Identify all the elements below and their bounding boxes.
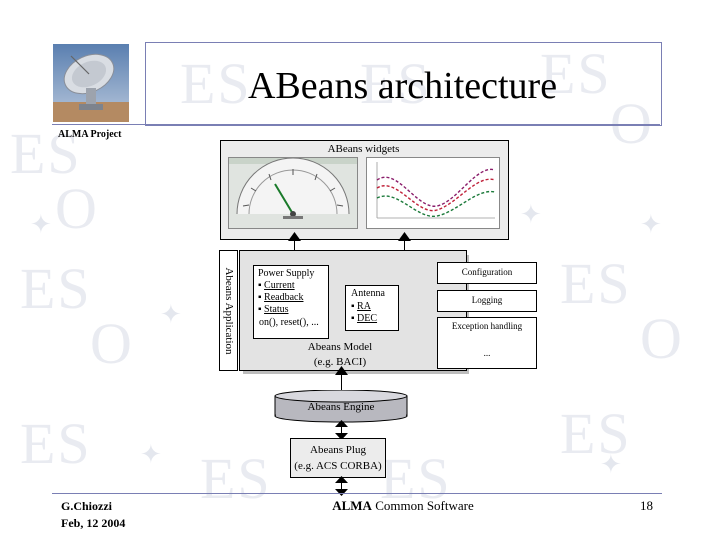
- footer-date: Feb, 12 2004: [61, 516, 126, 530]
- footer-title: ALMA Common Software: [288, 498, 518, 514]
- antenna-box: Antenna ▪ RA ▪ DEC: [345, 285, 399, 331]
- watermark-star: ✦: [600, 450, 622, 479]
- logging-box: Logging: [437, 290, 537, 312]
- logging-label: Logging: [471, 295, 503, 305]
- page-number: 18: [640, 498, 653, 513]
- watermark-star: ✦: [520, 200, 542, 229]
- abeans-plug-line2: (e.g. ACS CORBA): [294, 460, 382, 472]
- watermark-eso: ES: [360, 51, 432, 116]
- bidirectional-arrow-icon: [335, 476, 348, 496]
- footer-title-rest: Common Software: [371, 498, 474, 513]
- project-label: ALMA Project: [58, 129, 122, 140]
- abeans-model-line2: (e.g. BACI): [313, 356, 367, 368]
- configuration-box: Configuration: [437, 262, 537, 284]
- power-supply-box: Power Supply ▪ Current ▪ Readback ▪ Stat…: [253, 265, 329, 339]
- bidirectional-arrow-icon: [335, 420, 348, 440]
- antenna-item-label: RA: [357, 301, 371, 312]
- watermark-eso: ES: [540, 41, 612, 106]
- application-label-text: Abeans Application: [222, 266, 235, 355]
- watermark-o: O: [610, 91, 652, 156]
- more-services-label: ...: [483, 348, 491, 358]
- power-supply-item: ▪ Status: [258, 304, 289, 315]
- watermark-star: ✦: [640, 210, 662, 239]
- title-divider: [52, 124, 660, 125]
- gauge-widget-graphic: [229, 157, 357, 219]
- configuration-label: Configuration: [461, 267, 513, 277]
- widgets-label: ABeans widgets: [327, 143, 400, 155]
- footer-author-block: G.Chiozzi Feb, 12 2004: [61, 498, 125, 532]
- footer-title-bold: ALMA: [332, 498, 372, 513]
- power-supply-item-label: Readback: [264, 292, 304, 303]
- antenna-title: Antenna: [351, 288, 385, 299]
- alma-antenna-logo: [53, 44, 129, 122]
- watermark-eso: ES: [380, 446, 452, 511]
- watermark-o: O: [640, 306, 682, 371]
- abeans-plug-line1: Abeans Plug: [310, 444, 366, 456]
- power-supply-item-label: Status: [264, 304, 289, 315]
- power-supply-title: Power Supply: [258, 268, 315, 279]
- antenna-item: ▪ DEC: [351, 313, 378, 324]
- watermark-star: ✦: [160, 300, 182, 329]
- power-supply-methods: on(), reset(), ...: [259, 317, 319, 328]
- trend-chart-widget: [366, 157, 500, 229]
- footer-divider: [52, 493, 662, 494]
- watermark-eso: ES: [560, 401, 632, 466]
- watermark-eso: ES: [180, 51, 252, 116]
- abeans-model-label: Abeans Model (e.g. BACI): [290, 340, 390, 370]
- title-frame: [145, 42, 662, 126]
- antenna-item: ▪ RA: [351, 301, 371, 312]
- watermark-star: ✦: [140, 440, 162, 469]
- engine-cylinder-graphic: [274, 390, 408, 423]
- application-vertical-label: Abeans Application: [219, 250, 238, 371]
- watermark-o: O: [90, 311, 132, 376]
- footer-author: G.Chiozzi: [61, 499, 112, 513]
- watermark-eso: ES: [20, 411, 92, 476]
- exception-handling-box: Exception handling ...: [437, 317, 537, 369]
- trend-chart-graphic: [376, 162, 496, 219]
- antenna-item-label: DEC: [357, 313, 378, 324]
- power-supply-item: ▪ Readback: [258, 292, 304, 303]
- watermark-eso: ES: [10, 121, 82, 186]
- watermark-star: ✦: [30, 210, 52, 239]
- power-supply-item-label: Current: [264, 280, 295, 291]
- abeans-engine-label: Abeans Engine: [307, 401, 375, 413]
- watermark-o: O: [55, 176, 97, 241]
- power-supply-item: ▪ Current: [258, 280, 295, 291]
- exception-handling-label: Exception handling: [451, 321, 523, 331]
- watermark-eso: ES: [200, 446, 272, 511]
- watermark-eso: ES: [20, 256, 92, 321]
- abeans-model-line1: Abeans Model: [307, 341, 373, 353]
- watermark-eso: ES: [560, 251, 632, 316]
- abeans-plug-box: Abeans Plug (e.g. ACS CORBA): [290, 438, 386, 478]
- page-title: ABeans architecture: [247, 65, 558, 107]
- gauge-widget: [228, 157, 358, 229]
